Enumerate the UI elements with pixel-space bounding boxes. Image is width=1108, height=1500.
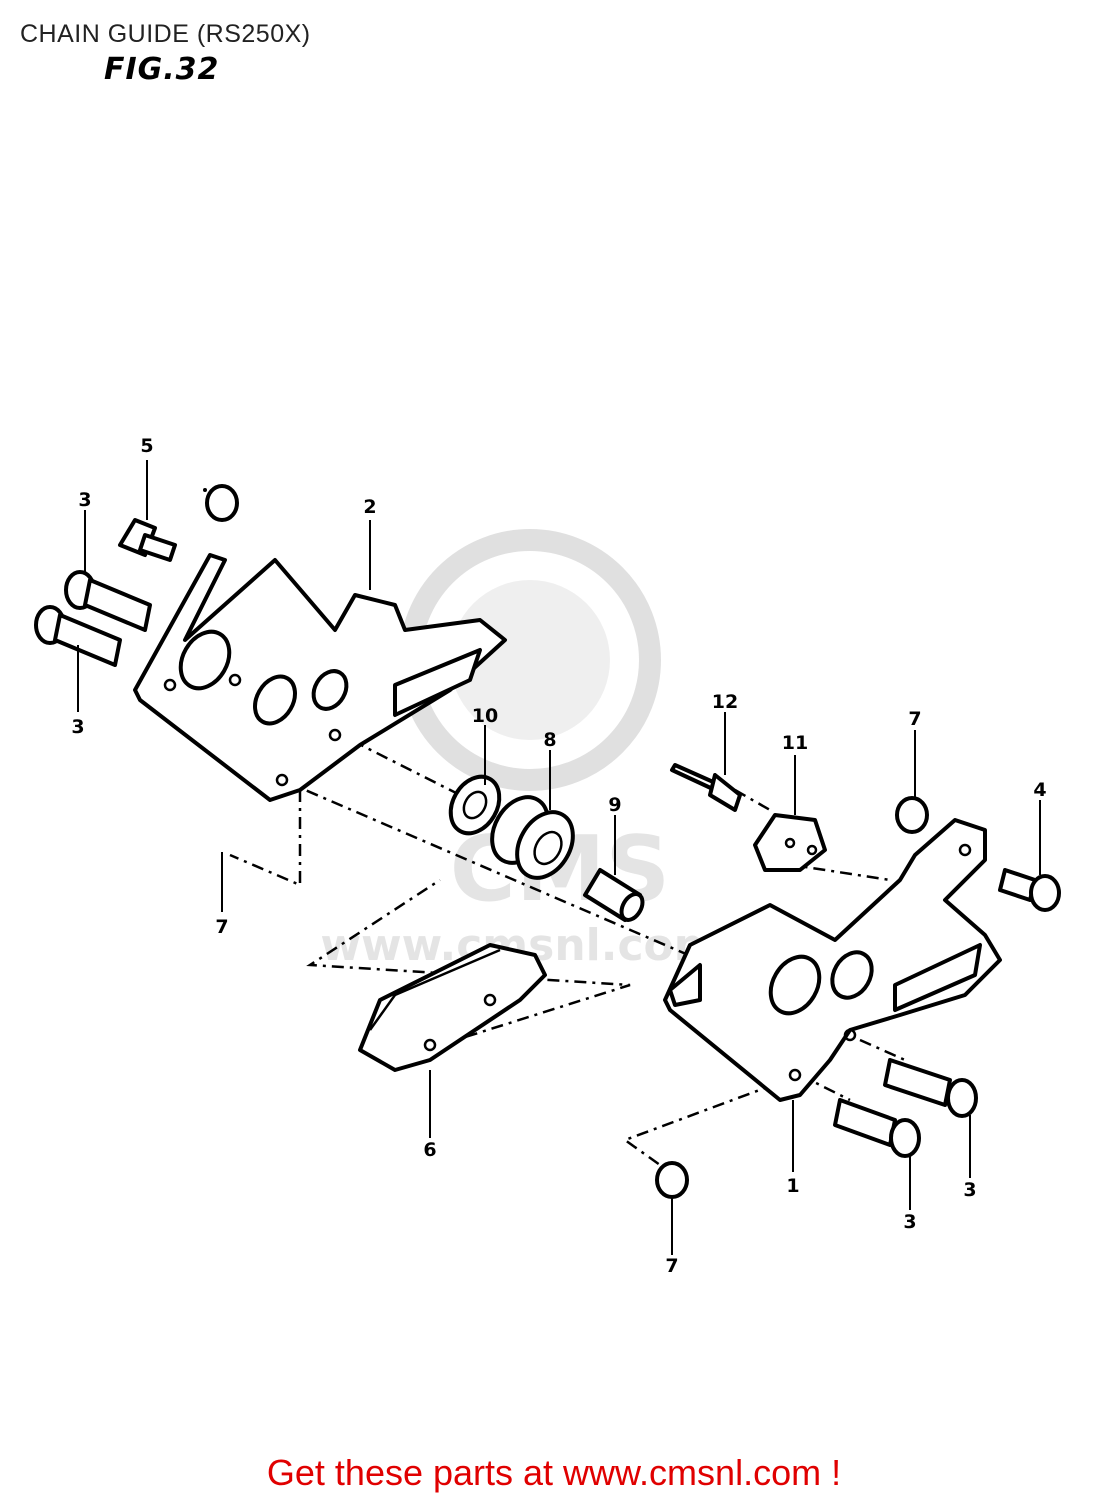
callout-7: 7 [215,916,228,938]
callout-3: 3 [71,716,84,738]
callout-leaders [77,460,1041,1255]
callout-numbers: 5 3 3 2 10 8 9 12 11 7 4 7 6 1 3 3 7 [71,435,1046,1277]
part-3-bolt-upper-left [64,570,152,632]
part-8-roller [490,795,575,880]
part-3-bolt-lower-right [833,1098,921,1158]
part-5-bolt [118,518,177,562]
callout-1: 1 [786,1175,799,1197]
get-parts-link[interactable]: Get these parts at www.cmsnl.com ! [266,1452,842,1493]
part-1-right-guide-plate [663,818,1002,1102]
callout-3: 3 [963,1179,976,1201]
callout-4: 4 [1033,779,1046,801]
part-10-washer [448,774,502,836]
part-11-cushion [753,813,827,872]
callout-3: 3 [78,489,91,511]
callout-5: 5 [140,435,153,457]
part-9-collar [583,868,645,922]
part-2-left-guide-plate [133,553,507,802]
part-4-bolt [998,868,1061,912]
callout-6: 6 [423,1139,436,1161]
part-3-bolt-lower-left [34,605,122,667]
callout-12: 12 [712,691,738,713]
callout-7: 7 [665,1255,678,1277]
part-6-chain-slider [358,943,547,1072]
callout-11: 11 [782,732,808,754]
page-title: CHAIN GUIDE (RS250X) [20,20,311,48]
callout-8: 8 [543,729,556,751]
part-12-rivet [670,763,742,812]
callout-2: 2 [363,496,376,518]
part-3-bolt-upper-right [883,1058,978,1118]
part-7-nut-upper-right [895,796,929,834]
callout-3: 3 [903,1211,916,1233]
callout-7: 7 [908,708,921,730]
part-7-nut-left [203,484,239,522]
figure-label: FIG.32 [104,52,220,87]
part-7-nut-bottom [655,1161,689,1199]
callout-9: 9 [608,794,621,816]
callout-10: 10 [472,705,498,727]
